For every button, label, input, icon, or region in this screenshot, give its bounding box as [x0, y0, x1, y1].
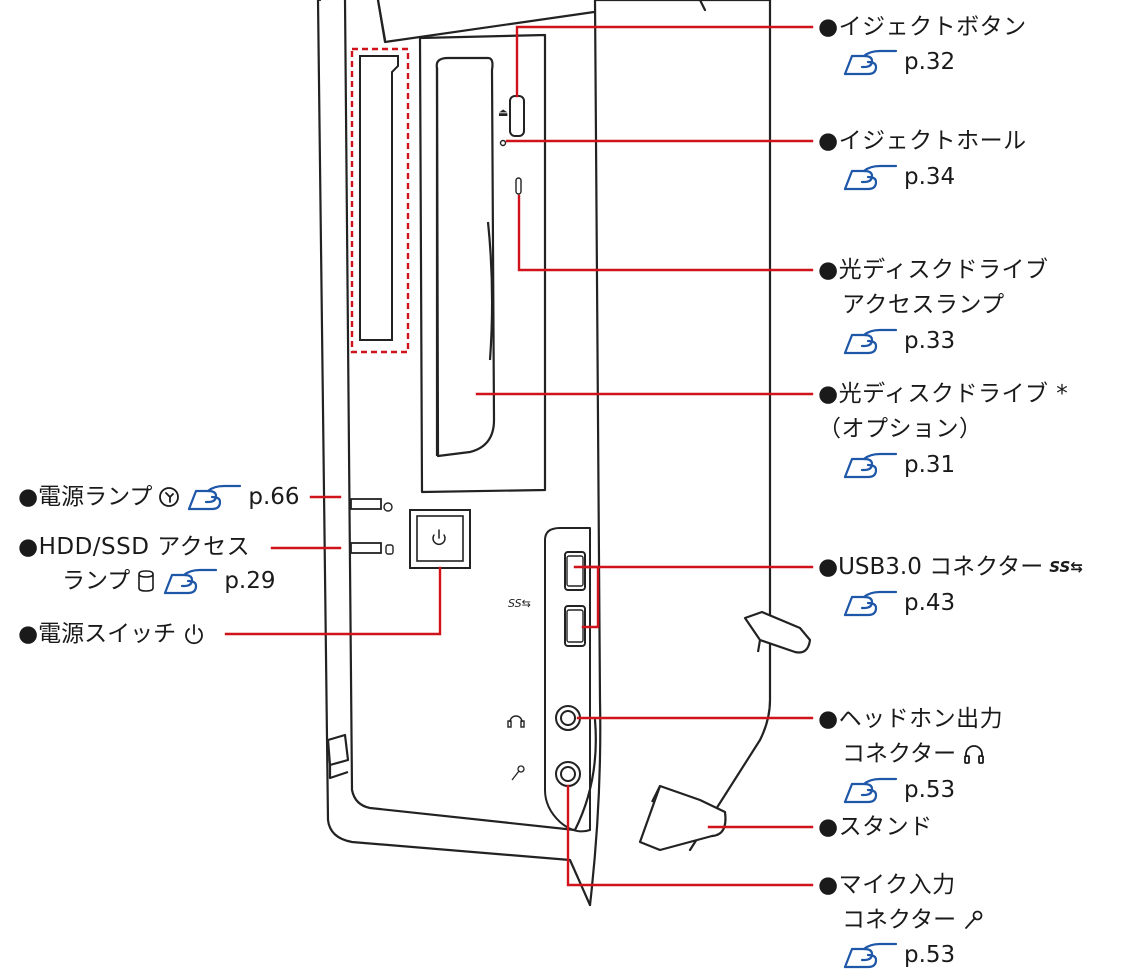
page-ref: p.32 [904, 49, 956, 75]
mic-ref[interactable]: p.53 [842, 938, 955, 970]
case-left-edge [316, 0, 592, 907]
headphone-label-1: ●ヘッドホン出力 [818, 706, 1004, 732]
odd-label-1: ●光ディスクドライブ * [818, 381, 1069, 407]
page-ref: p.53 [904, 777, 956, 803]
odd-lamp-label-2: アクセスランプ [842, 292, 1005, 318]
odd-label-2: （オプション） [818, 416, 983, 442]
leader-lines [224, 25, 814, 887]
hand-pointer-icon [843, 328, 898, 355]
page-ref: p.33 [904, 328, 956, 354]
odd-ref[interactable]: p.31 [842, 448, 955, 482]
page-ref: p.43 [904, 590, 956, 616]
eject-hole-ref[interactable]: p.34 [842, 160, 955, 194]
page-ref: p.31 [904, 452, 956, 478]
mic-label-2: コネクター [842, 907, 957, 933]
eject-hole-label: ●イジェクトホール [818, 128, 1027, 154]
headphone-label-2: コネクター [842, 741, 957, 767]
eject-hole-shape [499, 139, 507, 147]
hand-pointer-icon [843, 777, 898, 804]
page-ref: p.34 [904, 164, 956, 190]
hand-pointer-icon [843, 942, 898, 969]
svg-text:⏏: ⏏ [498, 106, 508, 119]
page-ref: p.53 [904, 942, 956, 968]
mic-callout: コネクター [842, 903, 984, 937]
power-switch-label: ●電源スイッチ [18, 621, 177, 647]
hand-pointer-icon [843, 452, 898, 479]
headphone-callout: コネクター [842, 737, 986, 771]
power-switch-callout: ●電源スイッチ [18, 617, 206, 651]
hdd-lamp-label-1: ●HDD/SSD アクセス [18, 534, 251, 560]
eject-button-shape [509, 95, 525, 137]
hdd-icon [138, 570, 155, 592]
hand-pointer-icon [843, 164, 898, 191]
hand-pointer-icon [843, 590, 898, 617]
usb-ref[interactable]: p.43 [842, 586, 955, 620]
power-switch-symbol [432, 529, 446, 545]
odd-lamp-shape [515, 177, 522, 195]
odd-lamp-label-1: ●光ディスクドライブ [818, 257, 1049, 283]
usb-ss-icon: SS⇆ [1049, 558, 1083, 576]
microphone-icon [965, 910, 983, 929]
hand-pointer-icon [843, 49, 898, 76]
eject-button-ref[interactable]: p.32 [842, 45, 955, 79]
mic-label-1: ●マイク入力 [818, 872, 956, 898]
case-front-edge [588, 0, 602, 907]
hdd-lamp-label-2: ランプ [62, 568, 131, 594]
odd-lamp-ref[interactable]: p.33 [842, 324, 955, 358]
power-lamp-label: ●電源ランプ [18, 484, 153, 510]
headphone-mark [507, 715, 525, 728]
hand-pointer-icon[interactable] [162, 567, 218, 595]
power-lamp-icon [159, 487, 180, 507]
stand-back [743, 610, 812, 654]
usb-callout: ●USB3.0 コネクター SS⇆ [818, 550, 1083, 584]
case-side-edge [688, 0, 772, 852]
headphone-ref[interactable]: p.53 [842, 773, 955, 807]
mic-mark [511, 765, 525, 781]
usb-label: ●USB3.0 コネクター [818, 554, 1044, 580]
page-ref[interactable]: p.29 [224, 568, 276, 594]
eject-button-label: ●イジェクトボタン [818, 14, 1027, 40]
power-icon [185, 624, 203, 645]
page-ref[interactable]: p.66 [248, 484, 300, 510]
optical-drive-bay [418, 33, 547, 494]
headphone-icon [964, 745, 984, 764]
stand-label: ●スタンド [818, 814, 933, 840]
hand-pointer-icon[interactable] [186, 483, 242, 511]
power-lamp-callout: ●電源ランプ p.66 [18, 480, 300, 514]
stand-front [638, 784, 727, 852]
svg-text:SS⇆: SS⇆ [508, 597, 531, 610]
hdd-lamp-callout: ランプ p.29 [62, 564, 276, 598]
